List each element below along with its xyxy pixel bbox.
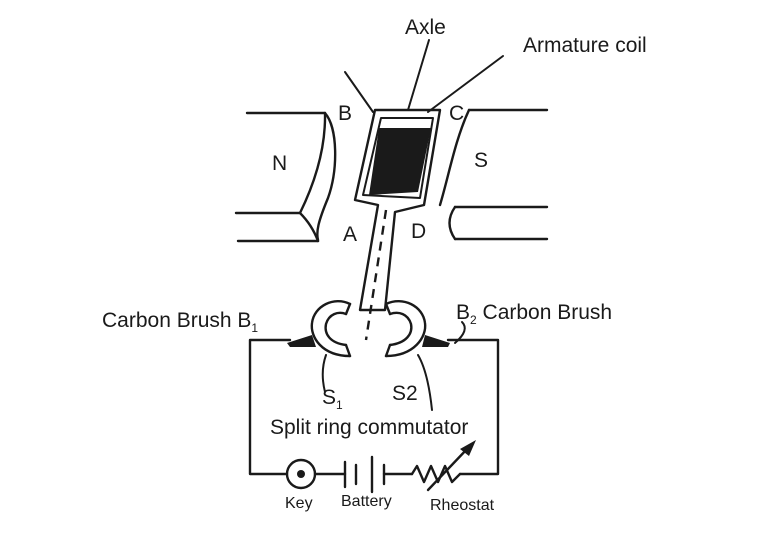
armature-core-fill: [369, 128, 431, 195]
rheostat-label: Rheostat: [430, 497, 495, 514]
axle-label: Axle: [405, 16, 446, 39]
armature-coil: [353, 108, 442, 341]
commutator-segment-s1: [310, 300, 352, 358]
south-pole-label: S: [474, 149, 488, 172]
south-pole-magnet: [438, 108, 549, 241]
carbon-brush-b2: [422, 335, 450, 347]
split-ring-commutator: [310, 300, 427, 358]
corner-a-label: A: [343, 223, 357, 246]
key-symbol: [285, 458, 317, 490]
axle-line: [364, 209, 388, 341]
commutator-label: Split ring commutator: [270, 416, 468, 439]
carbon-brush-b2-label: B2 Carbon Brush: [456, 301, 612, 327]
battery-symbol: [343, 455, 386, 494]
corner-c-label: C: [449, 102, 464, 125]
segment-pointers: [321, 321, 466, 411]
segment-s1-label: S1: [322, 386, 343, 412]
corner-b-label: B: [338, 102, 352, 125]
north-pole-label: N: [272, 152, 287, 175]
battery-label: Battery: [341, 493, 392, 510]
carbon-brushes: [287, 335, 450, 347]
corner-d-label: D: [411, 220, 426, 243]
commutator-segment-s2: [384, 300, 427, 358]
rheostat-symbol: [410, 440, 476, 492]
carbon-brush-b1: [287, 335, 316, 347]
external-circuit: [248, 338, 500, 476]
armature-coil-label: Armature coil: [523, 34, 647, 57]
carbon-brush-b1-label: Carbon Brush B1: [102, 309, 258, 335]
segment-s2-label: S2: [392, 382, 418, 405]
label-pointers: [344, 39, 504, 113]
key-label: Key: [285, 495, 313, 512]
north-pole-magnet: [234, 111, 337, 243]
